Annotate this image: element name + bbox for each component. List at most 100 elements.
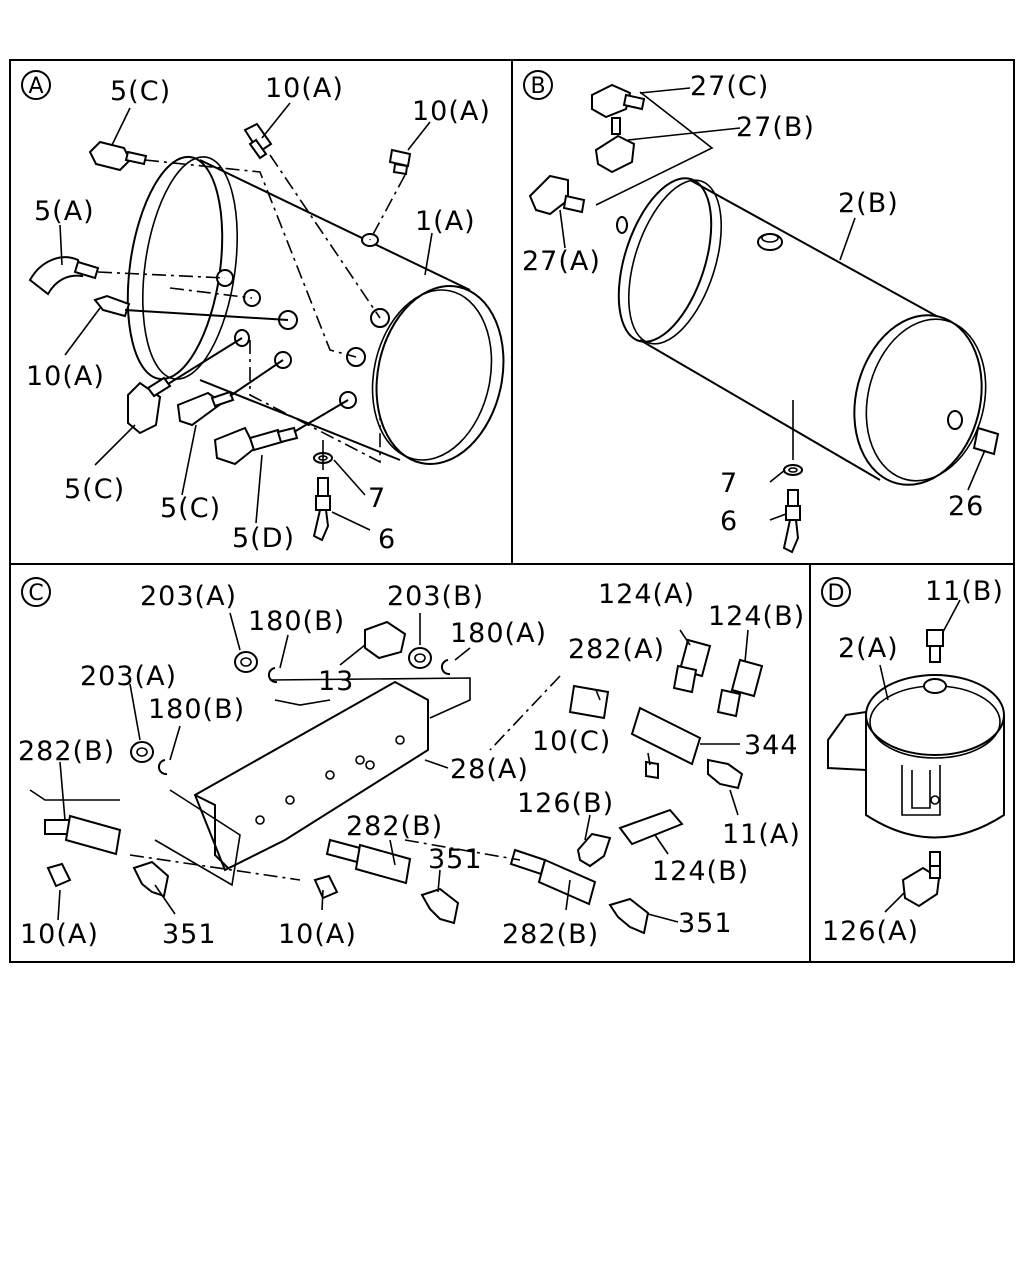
plug-10a-mid (313, 874, 339, 900)
badge-a-text: A (28, 74, 43, 99)
label-344: 344 (744, 730, 799, 761)
label-28a: 28(A) (450, 754, 529, 785)
badge-c-text: C (28, 581, 43, 606)
label-6-b: 6 (720, 506, 738, 537)
label-203b: 203(B) (387, 581, 484, 612)
label-203a-top: 203(A) (140, 581, 237, 612)
label-124b-bot: 124(B) (652, 856, 749, 887)
washer-7-b (783, 464, 803, 476)
label-26: 26 (948, 491, 984, 522)
label-6-a: 6 (378, 524, 396, 555)
panel-badge-c: C (21, 577, 51, 607)
label-5d: 5(D) (232, 523, 295, 554)
fitting-5c-bm (176, 390, 235, 427)
fitting-282a (568, 684, 702, 766)
label-10a-left: 10(A) (26, 361, 105, 392)
panel-a-drawing (28, 102, 505, 542)
drain-valve-6-b (782, 489, 801, 554)
chain-line-10a-left (124, 309, 289, 321)
label-27a: 27(A) (522, 246, 601, 277)
switch-124a (672, 638, 712, 694)
drain-valve-6-a (312, 477, 331, 542)
label-124b-top: 124(B) (708, 601, 805, 632)
chain-line-5a-b (169, 287, 253, 299)
label-10c: 10(C) (532, 726, 611, 757)
washer-180a (440, 659, 451, 676)
fitting-27a (528, 174, 586, 216)
air-tank-2b (616, 177, 987, 486)
fitting-10a-top1 (243, 122, 273, 160)
label-180b-mid: 180(B) (148, 694, 245, 725)
chain-line-5d (293, 399, 349, 433)
label-1a: 1(A) (415, 206, 476, 237)
switch-124b-bot (618, 808, 684, 846)
label-5c-bm: 5(C) (160, 493, 221, 524)
line-27c-27a (595, 91, 714, 206)
fitting-27c (591, 83, 646, 119)
label-7-b: 7 (720, 468, 738, 499)
tank-2a (827, 674, 1005, 867)
stud-13 (364, 620, 407, 660)
panel-b-drawing (528, 83, 1000, 554)
panel-badge-a: A (21, 70, 51, 100)
tank-ports (216, 233, 390, 409)
label-351-left: 351 (162, 919, 217, 950)
washer-180b-top (267, 667, 278, 684)
panel-badge-d: D (821, 577, 851, 607)
fitting-10a-top2 (388, 148, 412, 176)
fitting-5c-top (88, 140, 148, 172)
elbow-351-left (132, 860, 170, 898)
label-126b: 126(B) (517, 788, 614, 819)
nut-203a-mid (130, 741, 154, 763)
fitting-27b (594, 117, 636, 174)
switch-124b-top (716, 658, 764, 718)
label-10a-c-mid: 10(A) (278, 919, 357, 950)
fitting-5c-bl (127, 376, 172, 435)
label-282a: 282(A) (568, 634, 665, 665)
label-11b: 11(B) (925, 576, 1004, 607)
label-5a: 5(A) (34, 196, 95, 227)
outline-box-c (154, 677, 471, 887)
label-10a-c-left: 10(A) (20, 919, 99, 950)
panel-c-drawing (29, 612, 764, 935)
label-27b: 27(B) (736, 112, 815, 143)
elbow-351-right (608, 897, 650, 935)
nut-203b (408, 647, 432, 669)
elbow-351-mid (420, 887, 460, 925)
fitting-282b-left (44, 814, 122, 856)
label-282b-left: 282(B) (18, 736, 115, 767)
chain-line-drain (249, 340, 381, 464)
plug-10c (645, 760, 659, 780)
label-11a-c: 11(A) (722, 819, 801, 850)
fitting-10a-left (93, 294, 131, 318)
label-282b-right: 282(B) (502, 919, 599, 950)
label-7-a: 7 (368, 483, 386, 514)
label-5c-bl: 5(C) (64, 474, 125, 505)
fitting-282b-mid (325, 838, 412, 885)
label-27c: 27(C) (690, 71, 769, 102)
label-180b-top: 180(B) (248, 606, 345, 637)
badge-d-text: D (828, 581, 845, 606)
label-126a: 126(A) (822, 916, 919, 947)
plug-10a-left (46, 862, 72, 888)
panel-frames (9, 59, 1015, 963)
label-203a-mid: 203(A) (80, 661, 177, 692)
label-282b-mid: 282(B) (346, 811, 443, 842)
chain-line-5c-top (144, 159, 357, 358)
fitting-11a-c (707, 758, 744, 790)
fitting-126b (576, 832, 612, 868)
label-180a: 180(A) (450, 618, 547, 649)
fitting-11b (926, 629, 944, 663)
label-5c-top: 5(C) (110, 76, 171, 107)
label-351-right: 351 (678, 908, 733, 939)
chain-line-5a (97, 271, 226, 279)
chain-line-5c-bl (167, 337, 243, 385)
label-2a: 2(A) (838, 633, 899, 664)
panel-d-drawing (827, 599, 1005, 913)
label-10a-top1: 10(A) (265, 73, 344, 104)
chain-line-10a-top2 (369, 174, 406, 241)
bracket-28a (193, 680, 429, 872)
washer-180b-mid (157, 759, 168, 776)
chain-line-5c-bm (229, 359, 284, 397)
